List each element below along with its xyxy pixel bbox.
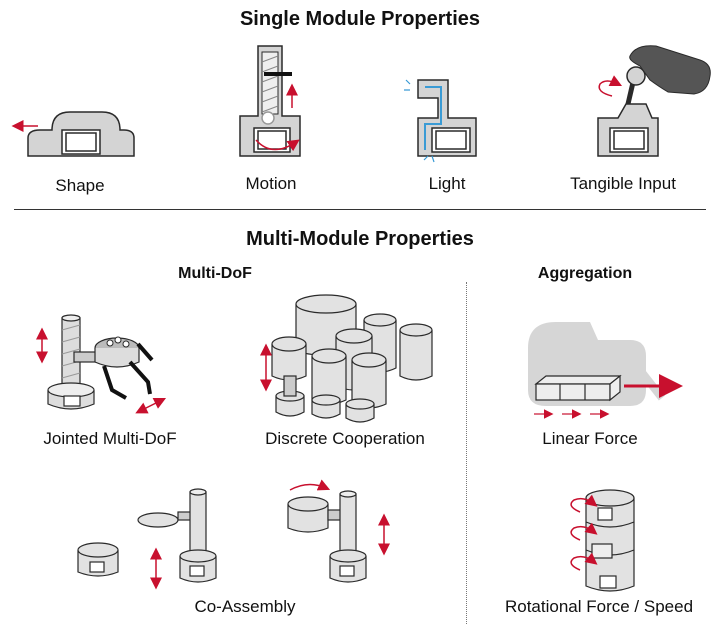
rotation-arrow-3 xyxy=(570,552,598,571)
aggregation-heading: Aggregation xyxy=(537,265,633,282)
tangible-input-module-icon xyxy=(597,66,659,157)
discrete-cooperation-label: Discrete Cooperation xyxy=(265,429,425,448)
section-vertical-divider xyxy=(466,282,467,624)
motion-rotate-arrow xyxy=(255,139,300,152)
hand-icon xyxy=(629,45,711,95)
shape-module-icon xyxy=(27,111,135,157)
co-assembly-label: Co-Assembly xyxy=(194,597,296,616)
multi-module-title: Multi-Module Properties xyxy=(246,228,474,250)
tangible-input-label: Tangible Input xyxy=(570,174,676,193)
motion-label: Motion xyxy=(245,174,297,193)
shape-label: Shape xyxy=(55,176,105,195)
jointed-multi-dof-illustration xyxy=(47,314,154,410)
jointed-multi-dof-label: Jointed Multi-DoF xyxy=(43,429,177,448)
multi-dof-heading: Multi-DoF xyxy=(178,265,252,282)
discrete-cooperation-illustration xyxy=(271,294,433,423)
linear-force-label: Linear Force xyxy=(542,429,638,448)
tangible-rotate-arrow xyxy=(598,75,623,97)
rotational-force-illustration xyxy=(585,489,635,592)
co-assembly-illustration xyxy=(77,488,367,583)
light-module-icon xyxy=(404,79,477,163)
jointed-diagonal-arrow xyxy=(135,397,167,414)
linear-force-illustration xyxy=(528,322,683,419)
co-assembly-rotate-arrow xyxy=(289,479,331,491)
light-label: Light xyxy=(428,174,466,193)
rotation-arrow-2 xyxy=(570,522,598,541)
single-module-title: Single Module Properties xyxy=(239,8,481,30)
rotation-arrow-1 xyxy=(570,494,598,513)
rotational-force-speed-label: Rotational Force / Speed xyxy=(504,597,694,616)
section-divider xyxy=(14,209,706,210)
motion-module-icon xyxy=(239,45,301,157)
